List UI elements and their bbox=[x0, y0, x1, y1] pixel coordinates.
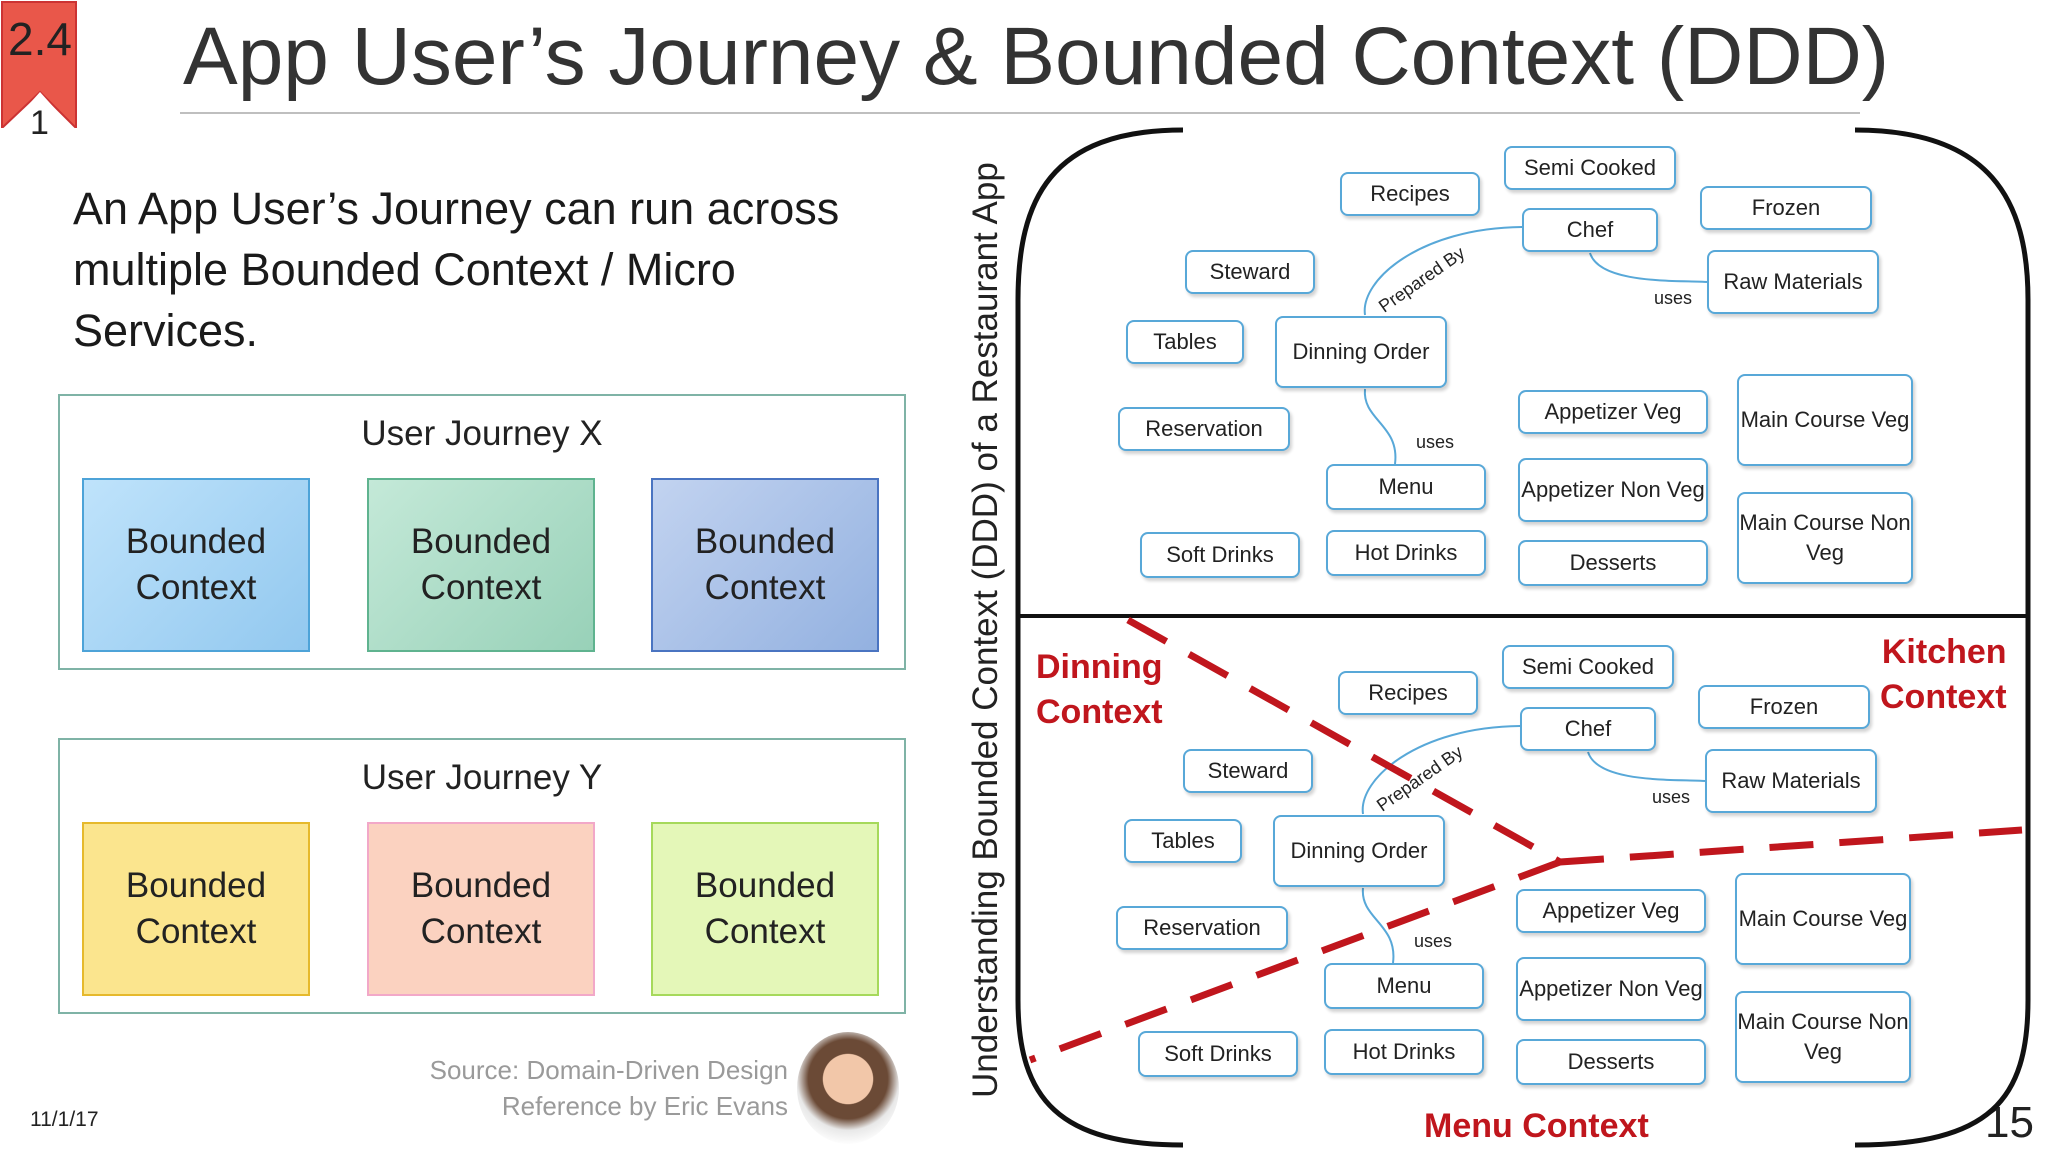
node-reservation: Reservation bbox=[1118, 407, 1290, 451]
context-label: Bounded bbox=[410, 522, 552, 561]
node-recipes: Recipes bbox=[1338, 671, 1478, 715]
source-line-2: Reference by Eric Evans bbox=[501, 1091, 788, 1121]
edge-label-uses: uses bbox=[1414, 931, 1453, 951]
slide-title: App User’s Journey & Bounded Context (DD… bbox=[183, 11, 1890, 102]
node-appetizer-non-veg: Appetizer Non Veg bbox=[1516, 957, 1706, 1021]
node-chef: Chef bbox=[1520, 707, 1656, 751]
node-main-course-non-veg: Main Course Non Veg bbox=[1735, 991, 1911, 1083]
kitchen-context-label: Kitchen Context bbox=[1880, 630, 2007, 720]
context-label: Bounded bbox=[125, 866, 267, 905]
node-hot-drinks: Hot Drinks bbox=[1324, 1029, 1484, 1075]
connector bbox=[1363, 226, 1523, 316]
node-dinning-order: Dinning Order bbox=[1275, 316, 1447, 388]
context-label-line: Dinning bbox=[1036, 648, 1163, 686]
node-semi-cooked: Semi Cooked bbox=[1502, 645, 1674, 689]
node-tables: Tables bbox=[1124, 819, 1242, 863]
connector bbox=[1587, 751, 1706, 782]
journey-title: User Journey X bbox=[361, 414, 603, 453]
node-frozen: Frozen bbox=[1700, 186, 1872, 230]
title-divider bbox=[180, 112, 1860, 114]
badge-number: 2.4 bbox=[8, 13, 72, 65]
node-main-course-veg: Main Course Veg bbox=[1735, 873, 1911, 965]
context-label: Context bbox=[704, 912, 826, 951]
slide-date: 11/1/17 bbox=[30, 1108, 99, 1131]
node-soft-drinks: Soft Drinks bbox=[1138, 1031, 1298, 1077]
node-raw-materials: Raw Materials bbox=[1705, 749, 1877, 813]
node-appetizer-veg: Appetizer Veg bbox=[1516, 889, 1706, 933]
edge-label-uses: uses bbox=[1652, 787, 1691, 807]
node-desserts: Desserts bbox=[1516, 1039, 1706, 1085]
left-bracket bbox=[1015, 127, 1184, 1148]
node-hot-drinks: Hot Drinks bbox=[1326, 530, 1486, 576]
node-soft-drinks: Soft Drinks bbox=[1140, 532, 1300, 578]
context-boundary bbox=[1028, 858, 1562, 1064]
journey-title: User Journey Y bbox=[361, 758, 603, 797]
dinning-context-label: Dinning Context bbox=[1036, 645, 1163, 735]
context-boundary bbox=[1559, 826, 2023, 866]
intro-text: An App User’s Journey can run across mul… bbox=[73, 183, 840, 356]
context-boundary bbox=[1126, 616, 1562, 866]
menu-context-label: Menu Context bbox=[1424, 1107, 1649, 1145]
node-menu: Menu bbox=[1326, 464, 1486, 510]
context-label: Bounded bbox=[410, 866, 552, 905]
node-chef: Chef bbox=[1522, 208, 1658, 252]
context-label: Bounded bbox=[125, 522, 267, 561]
node-appetizer-veg: Appetizer Veg bbox=[1518, 390, 1708, 434]
node-semi-cooked: Semi Cooked bbox=[1504, 146, 1676, 190]
edge-label-uses: uses bbox=[1416, 432, 1455, 452]
context-label-line: Context bbox=[1036, 693, 1163, 731]
context-label-line: Context bbox=[1880, 678, 2007, 716]
connector bbox=[1361, 887, 1395, 964]
context-label-line: Kitchen bbox=[1881, 633, 2007, 671]
slide-badge bbox=[1, 1, 77, 128]
node-main-course-non-veg: Main Course Non Veg bbox=[1737, 492, 1913, 584]
node-appetizer-non-veg: Appetizer Non Veg bbox=[1518, 458, 1708, 522]
node-reservation: Reservation bbox=[1116, 906, 1288, 950]
node-frozen: Frozen bbox=[1698, 685, 1870, 729]
context-label: Context bbox=[135, 568, 257, 607]
badge-sub-number: 1 bbox=[30, 104, 49, 142]
node-steward: Steward bbox=[1185, 250, 1315, 294]
context-label: Bounded bbox=[694, 866, 836, 905]
node-main-course-veg: Main Course Veg bbox=[1737, 374, 1913, 466]
connector bbox=[1361, 725, 1521, 815]
context-label: Context bbox=[135, 912, 257, 951]
context-label: Context bbox=[420, 912, 542, 951]
context-label: Bounded bbox=[694, 522, 836, 561]
node-desserts: Desserts bbox=[1518, 540, 1708, 586]
node-menu: Menu bbox=[1324, 963, 1484, 1009]
source-line-1: Source: Domain-Driven Design bbox=[429, 1055, 788, 1085]
node-tables: Tables bbox=[1126, 320, 1244, 364]
context-label: Context bbox=[420, 568, 542, 607]
node-raw-materials: Raw Materials bbox=[1707, 250, 1879, 314]
node-recipes: Recipes bbox=[1340, 172, 1480, 216]
connector bbox=[1363, 388, 1397, 465]
node-steward: Steward bbox=[1183, 749, 1313, 793]
node-dinning-order: Dinning Order bbox=[1273, 815, 1445, 887]
edge-label-uses: uses bbox=[1654, 288, 1693, 308]
connector bbox=[1589, 252, 1708, 283]
context-label: Context bbox=[704, 568, 826, 607]
right-bracket bbox=[1854, 127, 2031, 1148]
author-photo bbox=[797, 1032, 899, 1144]
